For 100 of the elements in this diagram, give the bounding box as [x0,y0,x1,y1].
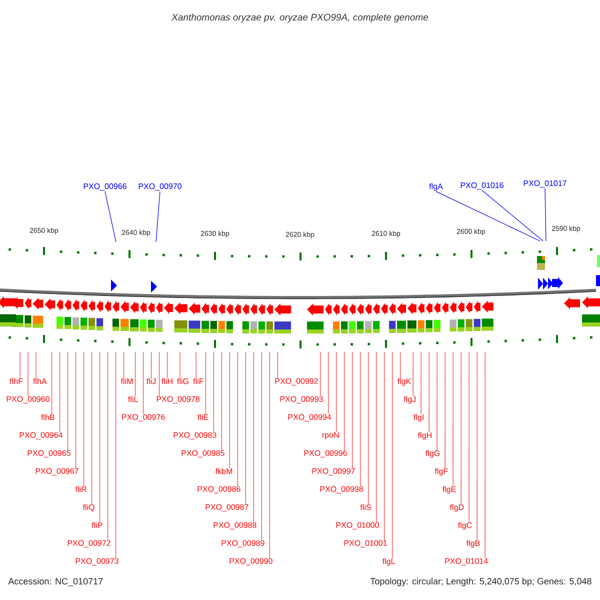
gene-label: PXO_00987 [206,504,248,512]
gene-label: PXO_00960 [6,396,50,404]
genome-info-text: Topology: circular; Length: 5,240,075 bp; Genes: 5,048 [370,578,592,586]
gene-label: PXO_01014 [445,558,488,566]
leader-line [484,352,486,558]
leader-line [205,352,206,414]
gene-label: PXO_00992 [275,378,318,386]
gene-label: flgA [429,183,443,191]
gene-label: PXO_00973 [76,558,118,566]
leader-line [352,352,353,468]
gene-label: fkbM [215,468,232,474]
leader-line [142,352,144,414]
gene-label: PXO_00989 [222,540,264,548]
leader-line [368,352,369,504]
gene-label: PXO_00964 [20,432,63,440]
leader-line [253,352,254,522]
gene-label: PXO_01001 [344,540,387,548]
gene-label: fliH [162,378,172,384]
gene-label: PXO_00998 [320,486,363,494]
gene-label: PXO_00970 [138,183,182,191]
leader-line [400,352,401,378]
gene-label: PXO_00965 [28,450,70,458]
gene-label: flgI [414,414,424,422]
leader-line [476,352,478,540]
leader-line [328,352,329,414]
leader-line [156,190,160,242]
gene-label: flhB [41,414,54,420]
leader-line [428,352,430,432]
gene-label: PXO_00996 [304,450,347,458]
gene-label: fliQ [82,504,94,512]
gene-label: fliP [92,522,102,528]
leader-line [544,188,546,242]
leader-line [360,352,361,486]
leader-line [482,190,544,242]
leader-line [444,352,446,468]
gene-label: PXO_00967 [36,468,78,476]
leader-line [336,352,337,432]
gene-label: rpoN [322,432,339,440]
leader-line [277,352,278,378]
leader-line [392,352,393,558]
leader-line [412,352,414,396]
gene-label: flgJ [404,396,416,404]
gene-label: flhF [10,378,23,384]
leader-line [452,352,454,486]
gene-label: fliF [193,378,204,384]
gene-label: flgG [426,450,440,458]
leader-line [221,352,222,450]
gene-label: PXO_00972 [68,540,110,548]
gene-label: PXO_00976 [122,414,165,422]
leader-line [229,352,230,468]
gene-label: fliJ [146,378,156,384]
leader-line [261,352,262,540]
gene-label: fliL [128,396,138,402]
leader-line [166,352,168,378]
leader-line [134,352,136,396]
gene-label: PXO_00994 [288,414,332,422]
gene-label: PXO_01016 [460,182,504,190]
leader-line [245,352,246,504]
gene-label: flgC [458,522,472,530]
gene-label: PXO_00966 [84,183,126,191]
gene-label: flgD [450,504,464,512]
leader-line [158,352,160,396]
leader-line [436,352,438,450]
gene-label: flgE [442,486,456,494]
leader-line [468,352,470,522]
gene-label: fliR [75,486,86,492]
gene-label: flgL [382,558,395,566]
gene-label: fliG [177,378,188,384]
leader-line [420,352,422,414]
genome-info-text: Accession: NC_010717 [8,578,103,586]
leader-line [344,352,345,450]
leader-line [104,190,116,242]
gene-label: flgH [418,432,432,440]
gene-label: PXO_00985 [182,450,224,458]
gene-label: PXO_01000 [336,522,379,530]
gene-label: PXO_00986 [198,486,240,494]
gene-label: flgB [466,540,480,548]
gene-label: PXO_00993 [280,396,323,404]
gene-label: PXO_00997 [312,468,355,476]
leader-line [213,352,214,432]
gene-label: flhA [33,378,47,384]
gene-label: PXO_00988 [214,522,256,530]
gene-label: fliS [360,504,371,510]
gene-label: PXO_00990 [230,558,272,566]
leader-line [376,352,377,522]
leader-line [269,352,270,558]
gene-label: fliE [198,414,208,420]
gene-label: fliM [120,378,133,384]
leader-line [320,352,321,396]
leader-line [237,352,238,486]
gene-label: PXO_00978 [156,396,200,404]
gene-label: PXO_01017 [524,180,566,188]
leader-line [150,352,152,378]
leader-line [460,352,462,504]
leader-line [384,352,385,540]
gene-label: flgF [434,468,448,476]
gene-label: PXO_00983 [174,432,216,440]
title: Xanthomonas oryzae pv. oryzae PXO99A, complete genome [171,14,428,22]
gene-label: flgK [397,378,411,386]
leader-line [436,191,540,242]
